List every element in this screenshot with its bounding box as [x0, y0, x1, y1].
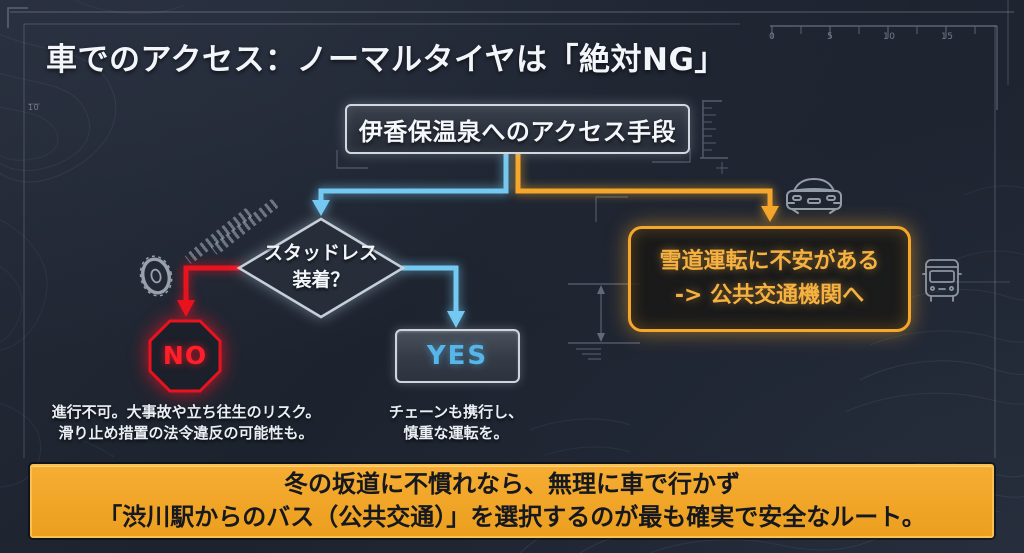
arrowhead-alt [761, 206, 779, 222]
node-brackets [336, 148, 728, 222]
no-octagon-shape [148, 319, 222, 393]
decision-label-line1: スタッドレス [263, 242, 378, 264]
alt-node-line2: -> 公共交通機関へ [674, 283, 865, 308]
no-node-label: NO [162, 341, 208, 370]
arrowhead-yes [447, 311, 465, 328]
car-icon [786, 178, 842, 214]
tire-icon [139, 255, 173, 297]
start-node-label: 伊香保温泉へのアクセス手段 [358, 117, 677, 146]
no-caption-line2: 滑り止め措置の法令違反の可能性も。 [58, 424, 314, 442]
yes-node-label: YES [426, 341, 489, 371]
flow-node-yes: YES [395, 329, 520, 383]
bottom-advice-banner: 冬の坂道に不慣れなら、無理に車で行かず 「渋川駅からのバス（公共交通）」を選択す… [30, 464, 994, 538]
flow-node-decision: スタッドレス 装着？ [239, 240, 403, 294]
arrowhead-decision [312, 200, 330, 216]
flow-node-no: NO [150, 341, 220, 370]
yes-caption-line2: 慎重な運転を。 [403, 424, 509, 442]
ruler-label-0: 0 [769, 32, 776, 42]
flow-node-start: 伊香保温泉へのアクセス手段 [345, 104, 690, 154]
ruler-label-15: 15 [941, 32, 954, 42]
no-caption: 進行不可。大事故や立ち往生のリスク。 滑り止め措置の法令違反の可能性も。 [40, 402, 332, 444]
connector-start-to-alt [515, 154, 773, 207]
flow-node-public-transport: 雪道運転に不安がある -> 公共交通機関へ [628, 226, 911, 332]
contour-lines-topleft [0, 0, 186, 351]
bus-icon [922, 259, 962, 302]
ruler-label-10: 10 [883, 32, 896, 42]
banner-line1: 冬の坂道に不慣れなら、無理に車で行かず [284, 470, 740, 498]
connector-start-to-decision [318, 154, 509, 201]
banner-line2: 「渋川駅からのバス（公共交通）」を選択するのが最も確実で安全なルート。 [98, 503, 926, 531]
page-title: 車でのアクセス：ノーマルタイヤは「絶対NG」 [46, 42, 726, 78]
vertical-scale-ruler [700, 100, 728, 159]
contour-lines-leftmid [0, 402, 114, 488]
arrowhead-no [177, 300, 195, 317]
decision-label-line2: 装着？ [292, 269, 350, 291]
yes-caption: チェーンも携行し、 慎重な運転を。 [372, 402, 540, 444]
top-ruler [770, 25, 998, 110]
ruler-side-label: 10 [28, 103, 40, 112]
yes-caption-line1: チェーンも携行し、 [388, 403, 524, 421]
no-caption-line1: 進行不可。大事故や立ち往生のリスク。 [51, 403, 321, 421]
alt-node-line1: 雪道運転に不安がある [659, 249, 880, 274]
decision-diamond-shape [236, 217, 406, 319]
ruler-label-5: 5 [827, 32, 834, 42]
connector-decision-to-no [183, 265, 242, 301]
connector-decision-to-yes [399, 265, 459, 312]
